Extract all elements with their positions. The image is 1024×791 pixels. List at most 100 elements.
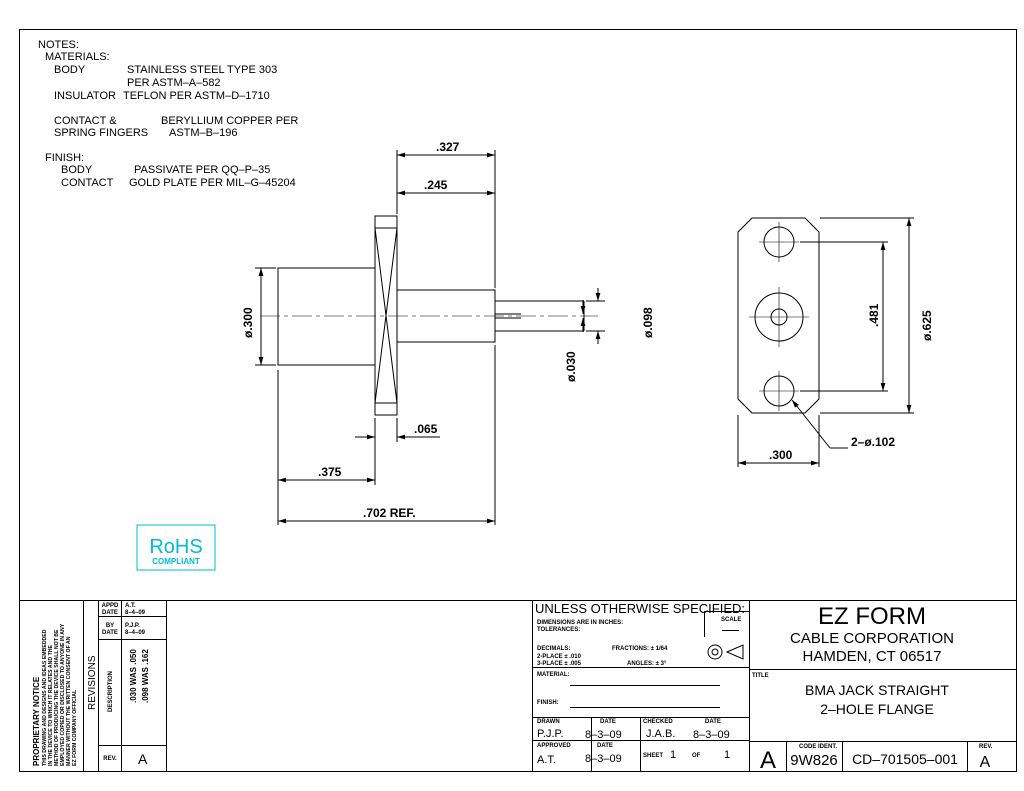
title-block-frame — [19, 600, 1016, 771]
company-name: EZ FORM — [818, 603, 926, 630]
description-label: DESCRIPTION — [108, 671, 114, 712]
checked-by: J.A.B. — [646, 728, 675, 740]
contact-label-2: SPRING FINGERS — [54, 127, 148, 139]
finish-heading: FINISH: — [45, 152, 84, 164]
code-ident-value: 9W826 — [790, 752, 838, 769]
revisions-label: REVISIONS — [87, 655, 98, 710]
proprietary-line-2: IN THE DEVICE TO WHICH IT RELATES AND TH… — [48, 645, 54, 766]
contact-value-2: ASTM–B–196 — [169, 127, 237, 139]
end-view — [737, 217, 914, 467]
by-label: BY — [106, 623, 114, 629]
tol-line: TOLERANCES: — [537, 627, 580, 633]
size-value: A — [760, 747, 776, 774]
company-block: EZ FORM CABLE CORPORATION HAMDEN, CT 065… — [790, 603, 954, 665]
checked-date: 8–3–09 — [693, 729, 730, 741]
proprietary-line-1: THIS DRAWING AND DESIGNS AND IDEAS EMBED… — [42, 629, 48, 766]
insulator-value: TEFLON PER ASTM–D–1710 — [123, 90, 270, 102]
proprietary-line-6: EZ FORM COMPANY OFFICIAL — [72, 689, 78, 766]
of-label: OF — [692, 753, 701, 759]
angles-line: ANGLES: ± 3° — [627, 661, 667, 667]
insulator-label: INSULATOR — [54, 90, 116, 102]
materials-heading: MATERIALS: — [45, 51, 110, 63]
dim-065: .065 — [414, 422, 438, 436]
two-place-line: 2-PLACE ± .010 — [537, 654, 582, 660]
dim-245: .245 — [424, 178, 448, 192]
drawn-by: P.J.P. — [537, 728, 564, 740]
finish-contact-label: CONTACT — [61, 177, 114, 189]
proprietary-notice: PROPRIETARY NOTICE THIS DRAWING AND DESI… — [32, 623, 78, 766]
body-value-1: STAINLESS STEEL TYPE 303 — [127, 64, 277, 76]
contact-label-1: CONTACT & — [54, 115, 117, 127]
scale-label: SCALE — [721, 617, 741, 623]
rohs-compliant: COMPLIANT — [152, 557, 200, 566]
dim-dia030: ø.030 — [564, 351, 578, 382]
side-view — [255, 150, 605, 525]
drawing-border — [19, 29, 1017, 772]
side-view-dimensions: .327 .245 ø.300 ø.098 ø.030 .065 .375 .7… — [241, 140, 655, 520]
company-line-2: CABLE CORPORATION — [790, 630, 954, 647]
sheet-total: 1 — [724, 749, 730, 761]
dim-481: .481 — [867, 303, 881, 327]
title-line-2: 2–HOLE FLANGE — [820, 701, 934, 717]
drawn-date-label: DATE — [600, 719, 616, 725]
company-line-3: HAMDEN, CT 06517 — [803, 648, 942, 665]
notes-block: NOTES: MATERIALS: BODY STAINLESS STEEL T… — [38, 39, 298, 189]
dim-dia625: ø.625 — [920, 310, 934, 341]
rev-value: A — [138, 751, 148, 767]
fractions-line: FRACTIONS: ± 1/64 — [612, 646, 668, 652]
proprietary-line-3: METHOD OF PRODUCING THE DEVICE SHALL NOT… — [54, 629, 60, 766]
dim-holes: 2–ø.102 — [851, 435, 895, 449]
unless-header: UNLESS OTHERWISE SPECIFIED: — [535, 601, 745, 616]
dim-702: .702 REF. — [363, 506, 416, 520]
by-date-label: DATE — [102, 630, 118, 636]
proprietary-line-4: EMPLOYED COPIED OR DISCLOSED TO ANYONE I… — [60, 623, 66, 766]
title-block: TITLE BMA JACK STRAIGHT 2–HOLE FLANGE A … — [752, 673, 993, 774]
finish-body-label: BODY — [61, 164, 93, 176]
notes-heading: NOTES: — [38, 39, 79, 51]
proprietary-title: PROPRIETARY NOTICE — [32, 676, 41, 766]
finish-contact-value: GOLD PLATE PER MIL–G–45204 — [129, 177, 296, 189]
approved-date-label: DATE — [597, 743, 613, 749]
title-label: TITLE — [752, 673, 769, 679]
end-view-dimensions: .481 ø.625 2–ø.102 .300 — [769, 303, 934, 462]
approved-date: 8–3–09 — [585, 753, 622, 765]
dim-375: .375 — [318, 465, 342, 479]
three-place-line: 3-PLACE ± .005 — [537, 661, 582, 667]
appd-label: APPD — [102, 603, 119, 609]
dim-dia098: ø.098 — [641, 307, 655, 338]
by-date: 8–4–09 — [125, 630, 146, 636]
drawn-date: 8–3–09 — [585, 729, 622, 741]
finish-label: FINISH: — [537, 700, 559, 706]
checked-label: CHECKED — [643, 719, 673, 725]
sheet-label: SHEET — [643, 753, 663, 759]
flange-outline — [737, 217, 820, 414]
dim-dia300: ø.300 — [241, 307, 255, 338]
body-value-2: PER ASTM–A–582 — [127, 77, 221, 89]
title-line-1: BMA JACK STRAIGHT — [805, 682, 949, 698]
revisions-block: REVISIONS APPD DATE A.T. 8–4–09 BY DATE … — [87, 603, 150, 767]
code-ident-label: CODE IDENT. — [799, 744, 837, 750]
rohs-title: RoHS — [149, 536, 202, 558]
approved-by: A.T. — [537, 754, 556, 766]
appd-date: 8–4–09 — [125, 610, 146, 616]
by-value: P.J.P. — [125, 623, 140, 629]
approved-label: APPROVED — [537, 743, 571, 749]
body-cylinder — [277, 267, 376, 366]
proprietary-line-5: MANNER WITHOUT THE WRITTEN CONSENT OF AN — [66, 636, 72, 766]
drawing-number: CD–701505–001 — [852, 751, 958, 767]
sheet-num: 1 — [670, 749, 676, 761]
description-line-1: .030 WAS .050 — [129, 649, 138, 703]
checked-date-label: DATE — [705, 719, 721, 725]
rev-label-tb: REV. — [979, 744, 993, 750]
dim-width-300: .300 — [769, 448, 793, 462]
rev-value-tb: A — [980, 754, 991, 771]
finish-body-value: PASSIVATE PER QQ–P–35 — [134, 164, 270, 176]
decimals-label: DECIMALS: — [537, 646, 570, 652]
description-line-2: .098 WAS .162 — [141, 649, 150, 703]
dim-327: .327 — [436, 140, 460, 154]
flange-cross-2 — [374, 227, 398, 404]
contact-value-1: BERYLLIUM COPPER PER — [161, 115, 298, 127]
appd-date-label: DATE — [102, 610, 118, 616]
material-label: MATERIAL: — [537, 672, 570, 678]
